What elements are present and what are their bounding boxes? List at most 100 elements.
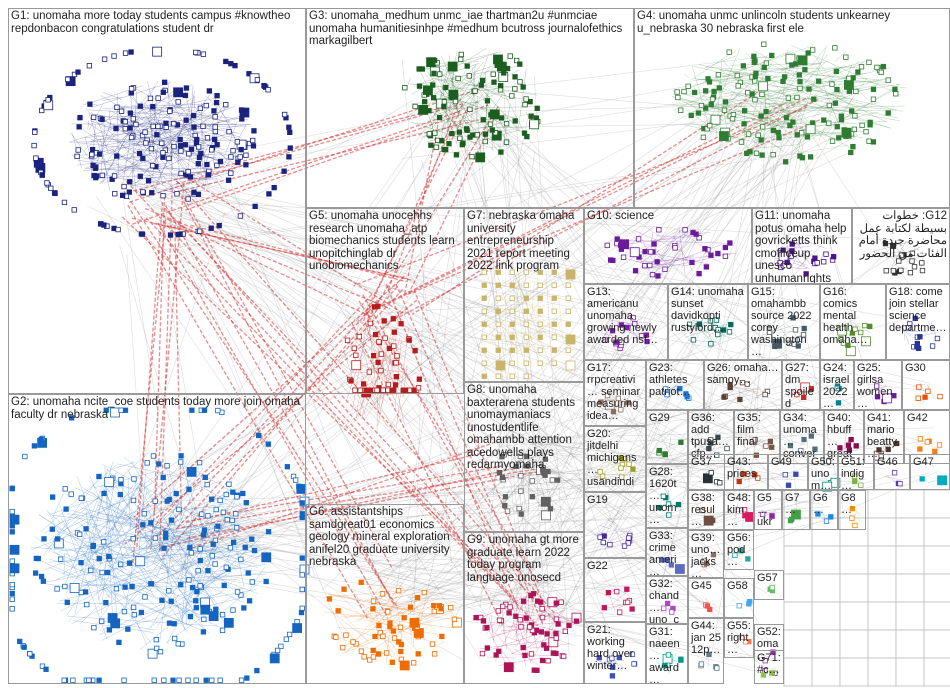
group-label: G39: uno… jacks…	[691, 532, 721, 578]
group-box-g29: G29	[646, 410, 688, 464]
small-cluster-cell	[784, 546, 812, 574]
group-box-g13: G13: americanu unomaha growing newly awa…	[584, 284, 668, 360]
small-cluster-cell	[896, 490, 924, 518]
group-label: G50: unom…	[811, 456, 835, 490]
group-label: G10: science	[587, 210, 749, 223]
small-cluster-cell	[784, 658, 812, 686]
group-box-g71: G71: #c…	[754, 650, 784, 684]
group-label: G27: dm spoiled dartmo…	[785, 362, 817, 410]
small-cluster-cell	[840, 574, 868, 602]
small-cluster-cell	[840, 630, 868, 658]
group-label: G58	[727, 580, 751, 592]
group-label: G46	[877, 456, 907, 468]
group-label: G3: unomaha_medhum unmc_iae thartman2u #…	[309, 10, 631, 48]
group-label: G6: assistantships samdgreat01 economics…	[309, 506, 461, 569]
small-cluster-cell	[896, 574, 924, 602]
group-label: G47	[913, 456, 947, 468]
group-label: G20: jitdelhi michigans… usandindi…	[587, 428, 643, 492]
small-cluster-cell	[868, 630, 896, 658]
group-label: G1: unomaha more today students campus #…	[11, 10, 303, 35]
group-box-g21: G21: working hard over winter…	[584, 622, 646, 684]
small-cluster-cell	[868, 546, 896, 574]
small-cluster-cell	[812, 574, 840, 602]
group-label: G17: rrpcreativi… seminar measuring idea…	[587, 362, 643, 422]
group-box-g45: G45	[688, 578, 724, 618]
small-cluster-cell	[896, 518, 924, 546]
small-cluster-cell	[868, 574, 896, 602]
group-box-g28: G28: 1620t… unom… mikela…	[646, 464, 688, 528]
group-label: G56: pod…	[727, 532, 751, 568]
small-cluster-cell	[868, 602, 896, 630]
group-box-g32: G32: chand… uno_c…	[646, 576, 688, 624]
group-label: G43: prices	[727, 456, 765, 480]
group-box-g33: G33: crime ameri…	[646, 528, 688, 576]
group-label: G57	[757, 572, 781, 584]
graph-edge	[371, 399, 387, 427]
group-box-g25: G25: girlsa women…	[854, 360, 902, 410]
group-box-g50: G50: unom…	[808, 454, 838, 490]
group-box-g19: G19	[584, 492, 646, 558]
group-label: G36: add tpusa… cfp…	[691, 412, 731, 460]
group-label: G44: jan 25 12p…	[691, 620, 721, 656]
small-cluster-cell	[896, 630, 924, 658]
group-label: G4: unomaha unmc unlincoln students unke…	[637, 10, 947, 35]
group-box-g31: G31: naeen… award…	[646, 624, 688, 684]
group-box-g51: G51: indig…	[838, 454, 874, 490]
group-label: G21: working hard over winter…	[587, 624, 643, 672]
group-box-g39: G39: uno… jacks…	[688, 530, 724, 578]
small-cluster-cell	[812, 658, 840, 686]
small-cluster-cell	[896, 602, 924, 630]
small-cluster-cell	[840, 658, 868, 686]
group-box-g1: G1: unomaha more today students campus #…	[8, 8, 306, 394]
group-label: G30	[905, 362, 947, 374]
group-box-g10: G10: science	[584, 208, 752, 284]
group-label: G13: americanu unomaha growing newly awa…	[587, 286, 665, 346]
group-label: G2: unomaha ncite_coe students today mor…	[11, 396, 303, 421]
group-box-g57: G57	[754, 570, 784, 600]
group-label: G14: unomaha sunset davidkopti rustylord…	[671, 286, 745, 334]
small-cluster-cell	[812, 602, 840, 630]
group-box-g48: G48: kim…	[724, 490, 754, 530]
group-label: G35: film final	[737, 412, 777, 448]
group-box-g7: G7: nebraska omaha university entreprene…	[464, 208, 584, 382]
group-box-g8x: G8…	[838, 490, 866, 530]
small-cluster-cell	[784, 630, 812, 658]
small-cluster-cell	[896, 546, 924, 574]
group-label: G38: resul… toget…	[691, 492, 721, 530]
group-box-g47: G47	[910, 454, 950, 490]
group-label: G49	[771, 456, 805, 468]
group-box-g55: G55: right…	[724, 618, 754, 658]
group-box-g5: G5: unomaha unocehhs research unomaha_at…	[306, 208, 464, 394]
group-label: G11: unomaha potus omaha help govrickett…	[755, 210, 849, 284]
group-label: G51: indig…	[841, 456, 871, 490]
group-label: G45	[691, 580, 721, 592]
group-box-g16: G16: comics mental health omaha…	[820, 284, 886, 360]
small-cluster-cell	[924, 658, 950, 686]
group-box-g6: G6: assistantships samdgreat01 economics…	[306, 504, 464, 684]
group-box-g9: G9: unomaha gt more graduate learn 2022 …	[464, 532, 584, 684]
group-box-g5x: G5… ukr…	[754, 490, 782, 530]
small-cluster-cell	[924, 602, 950, 630]
small-cluster-cell	[868, 518, 896, 546]
group-label: G41: mario beatty…	[867, 412, 901, 460]
group-label: G28: 1620t… unom… mikela…	[649, 466, 685, 528]
group-label: G25: girlsa women…	[857, 362, 899, 410]
group-box-g43: G43: prices	[724, 454, 768, 490]
small-cluster-cell	[784, 574, 812, 602]
group-label: G18: come join stellar science departme…	[889, 286, 947, 334]
group-box-g15: G15: omahambb source 2022 corey washingt…	[748, 284, 820, 360]
group-label: G15: omahambb source 2022 corey washingt…	[751, 286, 817, 358]
group-box-g27: G27: dm spoiled dartmo…	[782, 360, 820, 410]
group-label: G12: خطوات بسيطة لكتابة عمل محاضرة جيدة …	[855, 210, 947, 260]
group-label: G29	[649, 412, 685, 424]
group-label: G8…	[841, 492, 863, 516]
small-cluster-cell	[896, 658, 924, 686]
small-cluster-cell	[868, 658, 896, 686]
small-cluster-cell	[840, 546, 868, 574]
group-label: G24: israel 2022…	[823, 362, 851, 410]
group-box-g58: G58	[724, 578, 754, 618]
group-box-g46: G46	[874, 454, 910, 490]
group-box-g38: G38: resul… toget…	[688, 490, 724, 530]
group-box-g12: G12: خطوات بسيطة لكتابة عمل محاضرة جيدة …	[852, 208, 950, 284]
small-cluster-cell	[840, 602, 868, 630]
